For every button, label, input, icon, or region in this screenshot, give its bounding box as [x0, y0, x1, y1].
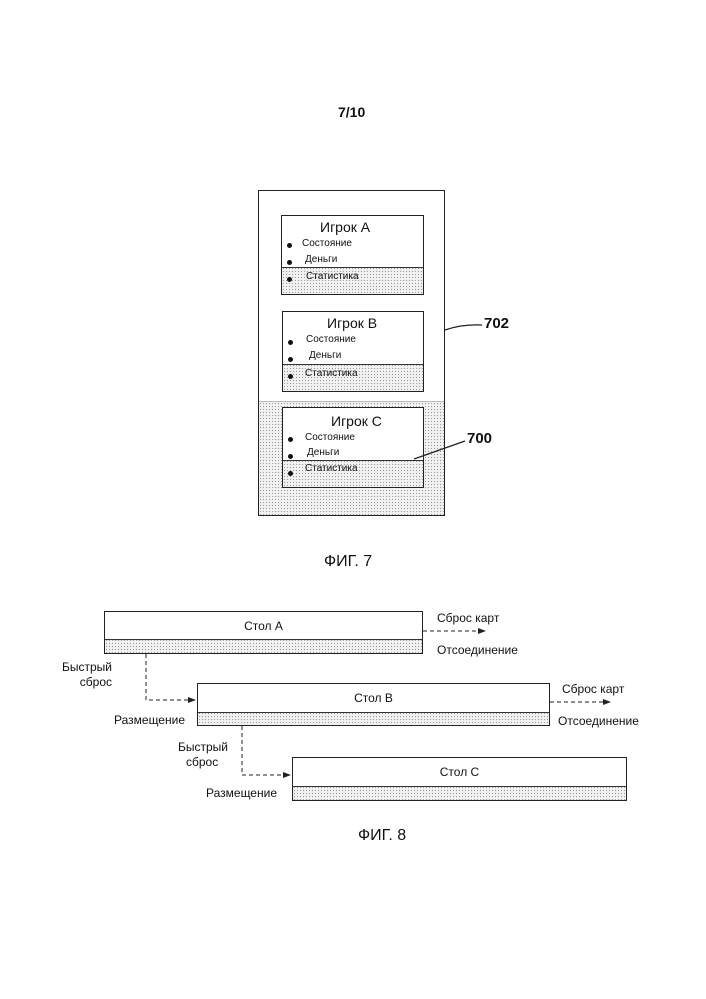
leader-line-702 [445, 325, 482, 330]
fast-fold-arrow-a-to-b [146, 654, 195, 700]
leader-line-700 [414, 441, 465, 459]
fast-fold-arrow-b-to-c [242, 726, 290, 775]
